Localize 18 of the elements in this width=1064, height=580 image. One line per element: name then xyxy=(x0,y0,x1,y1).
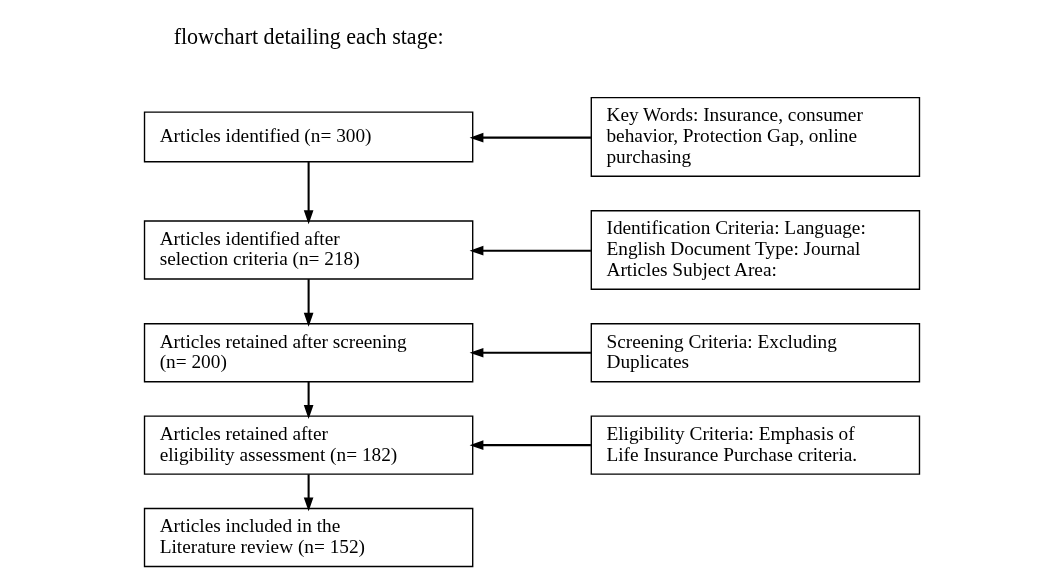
node-box: Articles identified after selection criteria (n= 218) xyxy=(143,220,474,280)
node-box: Eligibility Criteria: Emphasis of Life Insurance Purchase criteria. xyxy=(590,415,921,475)
node-box: Screening Criteria: Excluding Duplicates xyxy=(590,323,921,383)
label: flowchart detailing each stage: xyxy=(173,23,444,49)
arrow xyxy=(469,132,591,143)
arrow xyxy=(469,245,591,256)
arrow xyxy=(303,474,314,512)
arrow xyxy=(469,347,591,358)
node-box: Articles retained after eligibility assessment (n= 182) xyxy=(143,415,474,475)
node-box: Key Words: Insurance, consumer behavior, Protection Gap, online purchasing xyxy=(590,96,921,177)
arrow xyxy=(303,162,314,225)
node-box: Articles identified (n= 300) xyxy=(143,111,474,163)
arrow xyxy=(303,279,314,327)
node-box: Identification Criteria: Language: English Document Type: Journal Articles Subject Area: xyxy=(590,210,921,290)
arrow xyxy=(469,440,591,450)
arrow xyxy=(303,382,314,419)
node-box: Articles included in the Literature review (n= 152) xyxy=(143,507,474,568)
node-box: Articles retained after screening (n= 200) xyxy=(143,323,474,383)
